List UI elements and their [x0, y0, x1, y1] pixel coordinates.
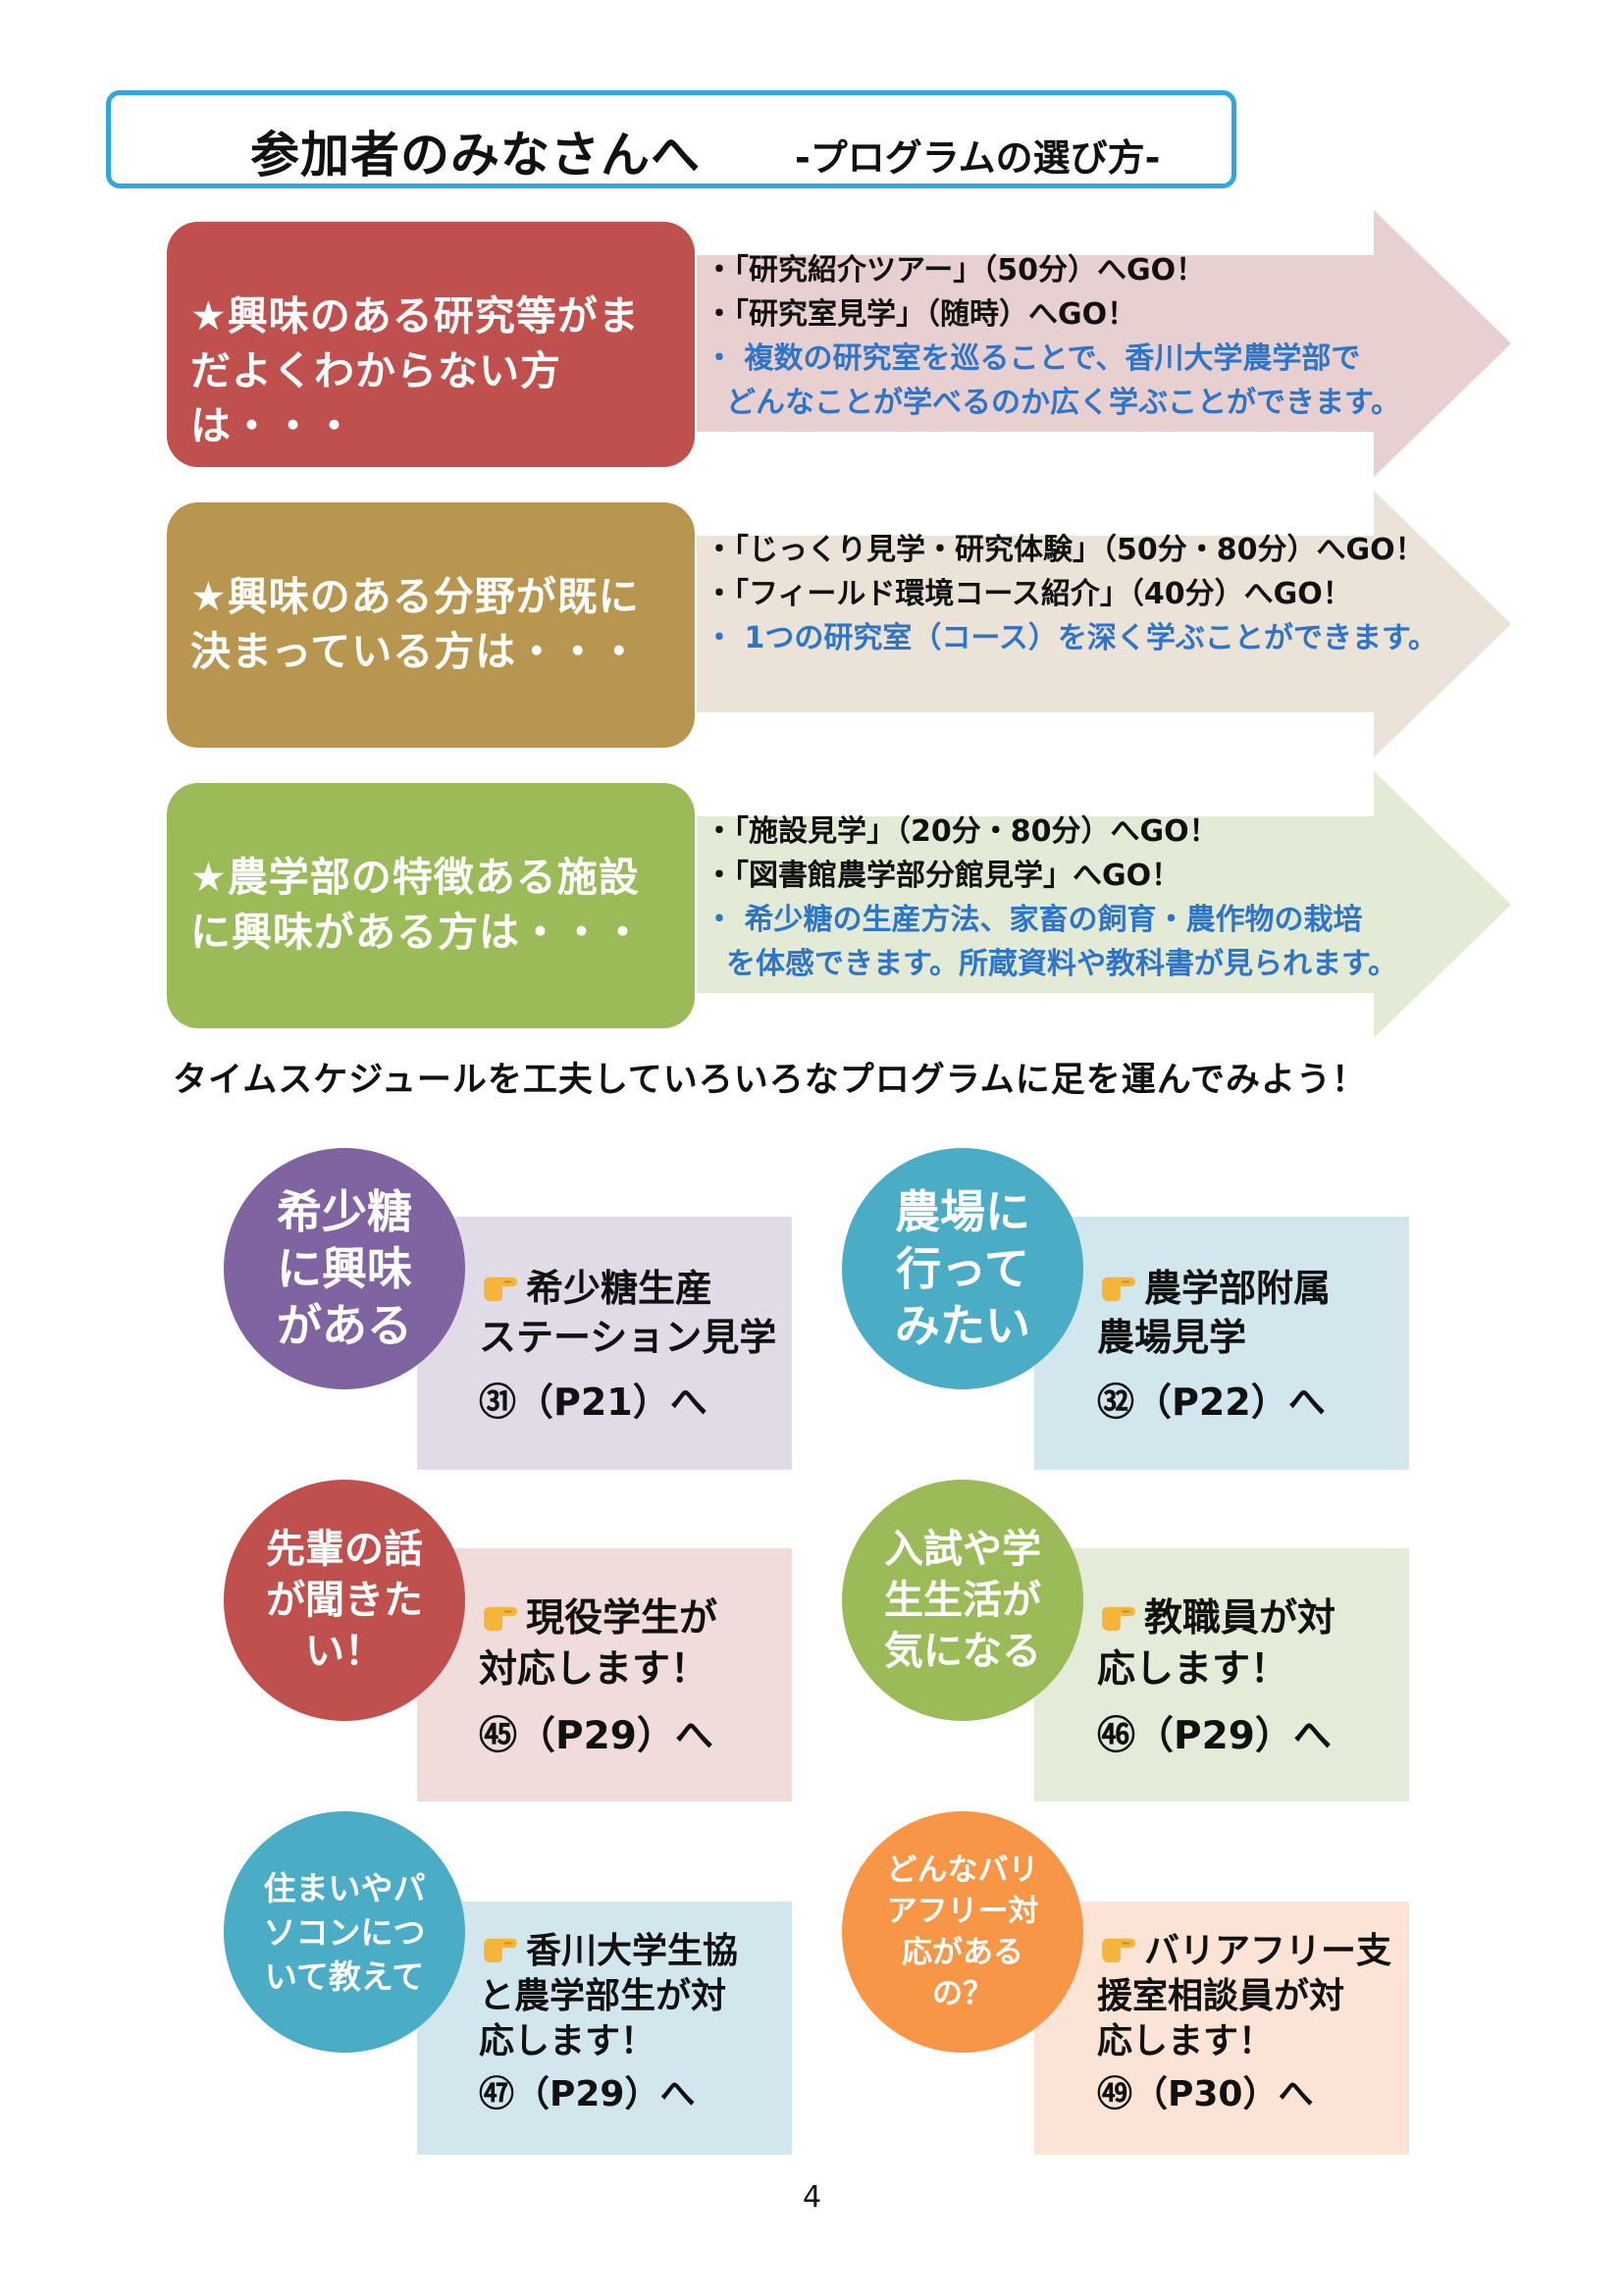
card-panel-admission	[1034, 1548, 1409, 1801]
circle-text-line: みたい	[895, 1299, 1030, 1352]
card-line: 農場見学	[1097, 1316, 1247, 1359]
flow-arrow-1	[697, 210, 1511, 477]
card-page-ref: ㊾（P30）へ	[1097, 2074, 1314, 2114]
flow-description-3: ・「施設見学」（20分・80分）へGO！ ・「図書館農学部分館見学」へGO！ ・…	[705, 809, 1411, 986]
card-info-admission: 教職員が対 応します！ ㊻（P29）へ	[1097, 1593, 1336, 1762]
circle-text-line: がある	[277, 1299, 412, 1352]
flow-arrow-3	[697, 771, 1511, 1038]
flow-heading-line: ★興味のある研究等がま	[190, 292, 640, 339]
page-title: 参加者のみなさんへ	[250, 127, 701, 183]
circle-text-line: ソコンにつ	[263, 1912, 426, 1952]
flow-description-1: ・「研究紹介ツアー」（50分）へGO！ ・「研究室見学」（随時）へGO！ ・ 複…	[705, 248, 1411, 425]
card-page-ref: ㊻（P29）へ	[1097, 1714, 1332, 1758]
card-info-rare-sugar: 希少糖生産 ステーション見学 ㉛（P21）へ	[479, 1264, 776, 1427]
card-panel-rare-sugar	[417, 1217, 792, 1470]
card-panel-seniors	[417, 1548, 792, 1801]
program-note: ・ 希少糖の生産方法、家畜の飼育・農作物の栽培	[705, 903, 1363, 937]
circle-text-line: 農場に	[895, 1185, 1030, 1238]
flow-heading-line: ★農学部の特徴ある施設	[190, 854, 640, 901]
circle-text-line: が聞きた	[266, 1578, 423, 1623]
circle-text-line: い！	[305, 1629, 384, 1674]
flow-arrow-2	[697, 491, 1511, 757]
card-page-ref: ㉛（P21）へ	[479, 1381, 707, 1424]
program-item: ・「フィールド環境コース紹介」（40分）へGO！	[705, 577, 1352, 611]
card-page-ref: ㊼（P29）へ	[479, 2074, 696, 2114]
card-line: 農学部附属	[1144, 1267, 1332, 1310]
card-panel-housing	[417, 1902, 792, 2155]
circle-text-line: 希少糖	[277, 1185, 412, 1238]
program-note: ・ 1つの研究室（コース）を深く学ぶことができます。	[705, 621, 1438, 655]
card-page-ref: ㊺（P29）へ	[479, 1714, 713, 1758]
pointing-hand-icon	[1101, 1605, 1136, 1633]
flow-description-2: ・「じっくり見学・研究体験」（50分・80分）へGO！ ・「フィールド環境コース…	[705, 528, 1438, 660]
program-note: を体感できます。所蔵資料や教科書が見られます。	[726, 947, 1397, 981]
card-info-barrier-free: バリアフリー支 援室相談員が対 応します！ ㊾（P30）へ	[1097, 1929, 1391, 2117]
card-line: 応します！	[1097, 2021, 1275, 2061]
circle-text-line: の？	[932, 1976, 993, 2011]
circle-text-line: どんなバリ	[886, 1852, 1039, 1888]
program-item: ・「図書館農学部分館見学」へGO！	[705, 859, 1181, 893]
circle-text-line: 応がある	[902, 1935, 1023, 1970]
card-topic-circle-rare-sugar: 希少糖 に興味 がある	[224, 1148, 465, 1389]
tagline: タイムスケジュールを工夫していろいろなプログラムに足を運んでみよう！	[173, 1061, 1368, 1100]
pointing-hand-icon	[1101, 1937, 1136, 1964]
card-line: 対応します！	[479, 1647, 709, 1692]
pointing-hand-icon	[483, 1937, 518, 1964]
circle-text-line: いて教えて	[264, 1956, 425, 1996]
flow-heading-line: に興味がある方は・・・	[190, 909, 644, 956]
page-number: 4	[802, 2180, 822, 2215]
program-note: ・ 複数の研究室を巡ることで、香川大学農学部で	[705, 341, 1361, 376]
card-panel-farm	[1034, 1217, 1409, 1470]
card-line: 教職員が対	[1144, 1596, 1336, 1641]
program-item: ・「施設見学」（20分・80分）へGO！	[705, 814, 1219, 849]
circle-text-line: アフリー対	[886, 1894, 1039, 1929]
pointing-hand-icon	[483, 1276, 518, 1303]
flow-heading-line: ★興味のある分野が既に	[190, 573, 640, 620]
title-box	[106, 90, 1236, 188]
card-line: 援室相談員が対	[1097, 1976, 1345, 2016]
circle-text-line: 気になる	[884, 1629, 1041, 1674]
card-panel-barrier-free	[1034, 1902, 1409, 2155]
card-line: 現役学生が	[526, 1596, 718, 1641]
flow-heading-box-2: ★興味のある分野が既に 決まっている方は・・・	[167, 502, 695, 748]
card-topic-circle-seniors: 先輩の話 が聞きた い！	[224, 1480, 465, 1721]
card-page-ref: ㉜（P22）へ	[1097, 1381, 1326, 1424]
card-info-housing: 香川大学生協 と農学部生が対 応します！ ㊼（P29）へ	[479, 1929, 738, 2117]
flow-heading-box-3: ★農学部の特徴ある施設 に興味がある方は・・・	[167, 783, 695, 1028]
circle-text-line: 先輩の話	[266, 1527, 423, 1572]
card-line: 香川大学生協	[526, 1931, 739, 1971]
program-item: ・「じっくり見学・研究体験」（50分・80分）へGO！	[705, 533, 1425, 567]
program-item: ・「研究紹介ツアー」（50分）へGO！	[705, 253, 1206, 287]
card-line: 応します！	[1097, 1647, 1289, 1692]
circle-text-line: 入試や学	[884, 1527, 1041, 1572]
card-line: と農学部生が対	[479, 1976, 727, 2016]
circle-text-line: 生生活が	[884, 1578, 1041, 1623]
card-line: 希少糖生産	[526, 1267, 713, 1310]
card-info-seniors: 現役学生が 対応します！ ㊺（P29）へ	[479, 1593, 717, 1762]
circle-text-line: に興味	[277, 1242, 412, 1295]
flow-arrow-shape-2	[697, 491, 1511, 757]
flow-arrow-shape-1	[697, 210, 1511, 477]
flow-arrow-shape-3	[697, 771, 1511, 1038]
flow-heading-line: だよくわからない方は・・・	[190, 347, 561, 449]
flow-heading-box-1: ★興味のある研究等がま だよくわからない方は・・・	[167, 222, 695, 467]
card-line: ステーション見学	[479, 1316, 777, 1359]
card-topic-circle-admission: 入試や学 生生活が 気になる	[842, 1480, 1083, 1721]
program-item: ・「研究室見学」（随時）へGO！	[705, 297, 1137, 332]
card-line: バリアフリー支	[1144, 1931, 1392, 1971]
card-line: 応します！	[479, 2021, 656, 2061]
card-topic-circle-housing: 住まいやパ ソコンにつ いて教えて	[224, 1811, 465, 2053]
program-note: どんなことが学べるのか広く学ぶことができます。	[726, 386, 1400, 420]
pointing-hand-icon	[1101, 1276, 1136, 1303]
circle-text-line: 行って	[896, 1242, 1029, 1295]
flow-heading-line: 決まっている方は・・・	[190, 628, 641, 675]
page-subtitle: -プログラムの選び方-	[795, 136, 1161, 180]
pointing-hand-icon	[483, 1605, 518, 1633]
card-topic-circle-farm: 農場に 行って みたい	[842, 1148, 1083, 1389]
card-info-farm: 農学部附属 農場見学 ㉜（P22）へ	[1097, 1264, 1331, 1427]
card-topic-circle-barrier-free: どんなバリ アフリー対 応がある の？	[842, 1811, 1083, 2053]
circle-text-line: 住まいやパ	[263, 1868, 426, 1907]
